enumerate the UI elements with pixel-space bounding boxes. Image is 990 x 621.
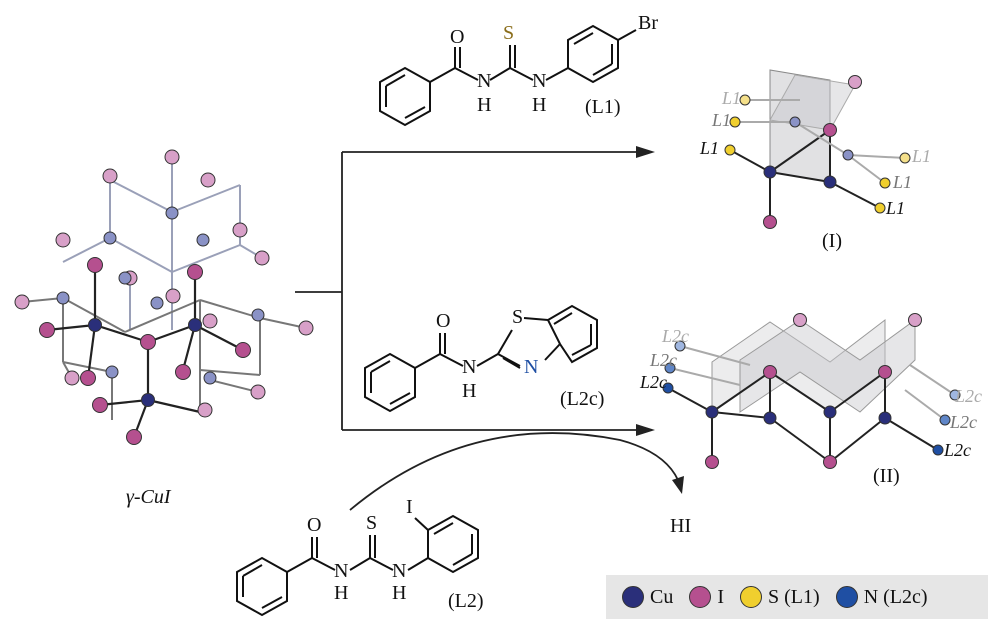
legend-s-label: S (L1)	[768, 585, 820, 608]
legend-i-label: I	[717, 585, 725, 608]
productI-L1-tag-6: L1	[912, 146, 932, 166]
L1-sulfur: S	[503, 22, 515, 44]
productII-L2c-tag-1: L2c	[640, 372, 667, 392]
legend-s-dot	[740, 586, 763, 608]
legend: Cu I S (L1) N (L2c)	[606, 575, 988, 619]
L2-iodine: I	[406, 496, 413, 518]
L2c-oxygen: O	[436, 310, 451, 332]
legend-cu-dot	[622, 586, 644, 608]
productI-L1-tag-4: L1	[886, 198, 906, 218]
legend-item-n: N (L2c)	[835, 585, 928, 609]
L2-nh-1: N	[334, 560, 349, 582]
L2c-h: H	[462, 380, 477, 402]
L1-bromine: Br	[638, 12, 658, 34]
productI-L1-tag-5: L1	[893, 172, 913, 192]
productII-L2c-tag-3: L2c	[662, 326, 689, 346]
product-II-label: (II)	[873, 465, 900, 487]
L2c-nh: N	[462, 356, 477, 378]
L1-nh-2: N	[532, 70, 547, 92]
L1-h-2: H	[532, 94, 547, 116]
cui-atoms	[14, 149, 314, 445]
L1-h-1: H	[477, 94, 492, 116]
productII-L2c-tag-4: L2c	[944, 440, 971, 460]
legend-n-dot	[835, 586, 858, 608]
legend-item-i: I	[689, 586, 724, 609]
productII-L2c-tag-5: L2c	[950, 412, 977, 432]
L2-oxygen: O	[307, 514, 322, 536]
ligand-L1-label: (L1)	[585, 96, 621, 118]
L1-nh-1: N	[477, 70, 492, 92]
L2c-sulfur: S	[512, 306, 524, 328]
cui-label: γ-CuI	[126, 486, 171, 508]
L2-h-2: H	[392, 582, 407, 604]
ligand-L2c-label: (L2c)	[560, 388, 605, 410]
ligand-L2-label: (L2)	[448, 590, 484, 612]
L2-nh-2: N	[392, 560, 407, 582]
ligand-L2c-structure	[364, 304, 598, 413]
L2c-nitrogen: N	[524, 356, 539, 378]
hi-label: HI	[670, 515, 692, 537]
ligand-L1-structure	[379, 24, 637, 127]
legend-cu-label: Cu	[650, 585, 674, 608]
L2-h-1: H	[334, 582, 349, 604]
productI-L1-tag-1: L1	[700, 138, 720, 158]
legend-item-s: S (L1)	[740, 586, 820, 609]
arrow-heads	[636, 146, 684, 494]
reaction-arrows	[295, 151, 679, 511]
legend-n-label: N (L2c)	[863, 585, 928, 608]
productI-L1-tag-2: L1	[712, 110, 732, 130]
ligand-L2-structure	[236, 514, 479, 617]
productII-L2c-tag-6: L2c	[955, 386, 982, 406]
legend-item-cu: Cu	[622, 586, 673, 609]
legend-i-dot	[689, 586, 712, 608]
product-I-structure	[724, 69, 911, 229]
productII-L2c-tag-2: L2c	[650, 350, 677, 370]
product-II-structure	[662, 313, 961, 469]
L2-sulfur: S	[366, 512, 378, 534]
L1-oxygen: O	[450, 26, 465, 48]
product-I-label: (I)	[822, 230, 842, 252]
productI-L1-tag-3: L1	[722, 88, 742, 108]
